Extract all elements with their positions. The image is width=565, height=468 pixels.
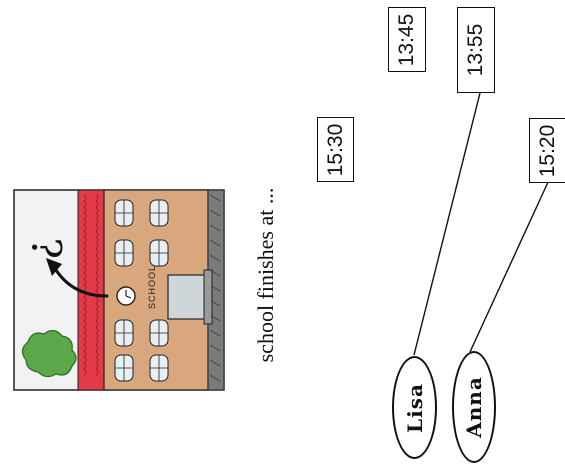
name-oval-anna: Anna — [452, 351, 496, 463]
time-box-2: 13:45 — [388, 7, 426, 72]
name-oval-lisa: Lisa — [392, 356, 437, 459]
time-box-1: 15:30 — [317, 117, 354, 182]
time-box-4: 15:20 — [529, 118, 565, 183]
time-box-3: 13:55 — [457, 7, 495, 93]
